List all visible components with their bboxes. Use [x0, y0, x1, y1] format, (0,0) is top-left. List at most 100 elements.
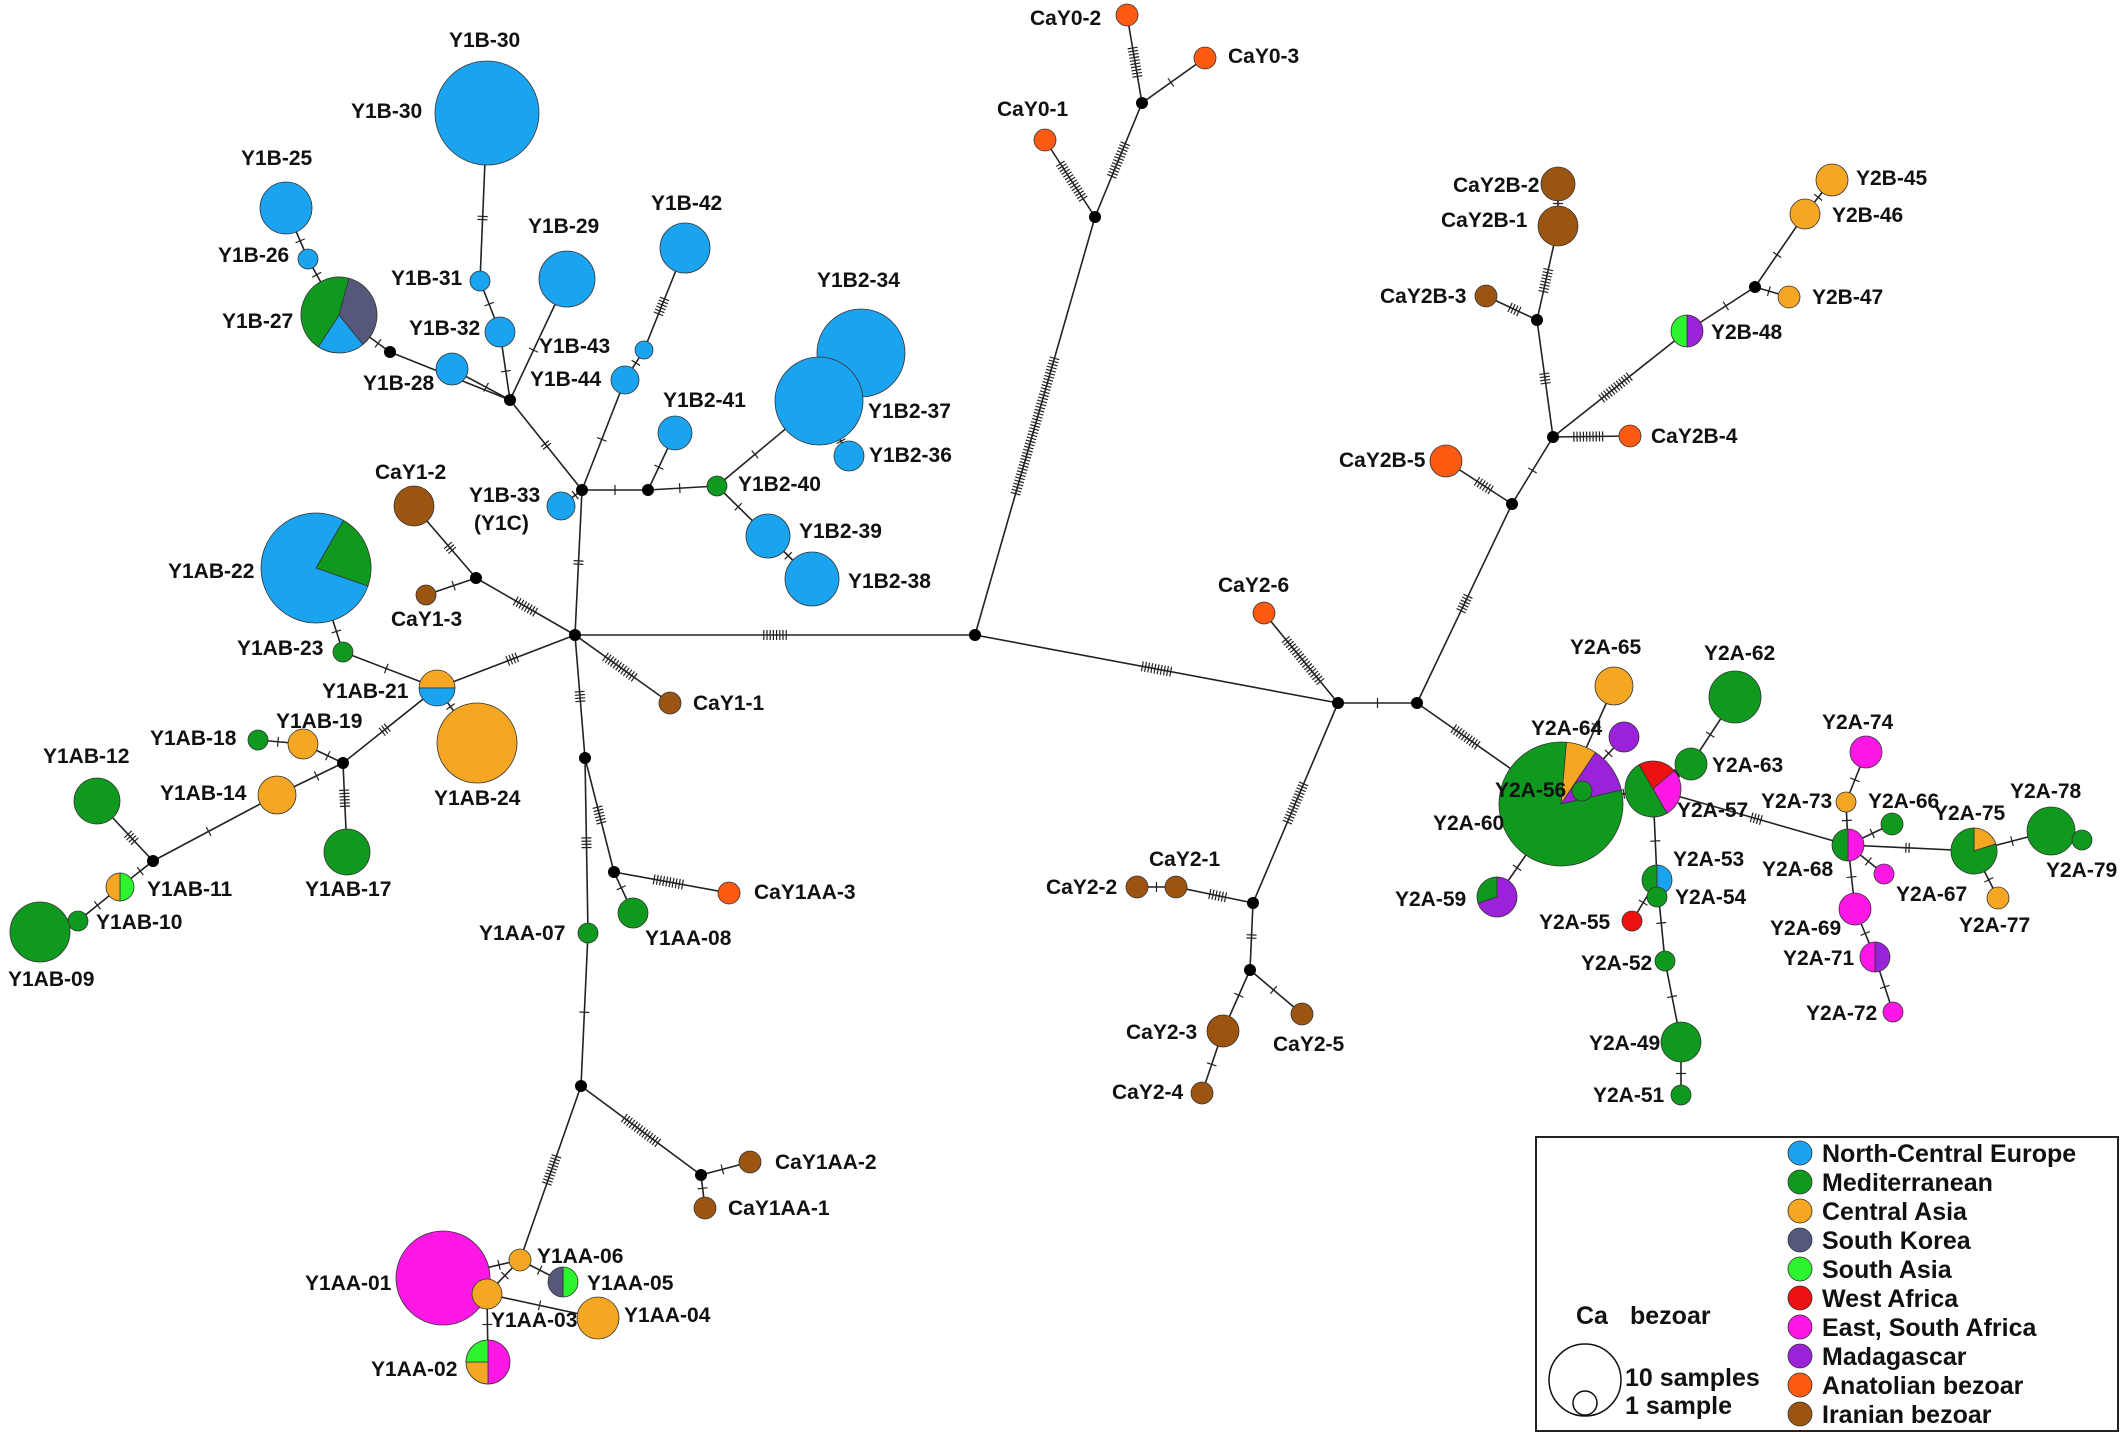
edge-m_y1b-Y1B-44 [581, 379, 626, 491]
mutation-marks [1281, 635, 1325, 686]
haplotype-Y2A-77 [1986, 886, 2010, 910]
label-Y1AB-17: Y1AB-17 [305, 878, 391, 901]
pie-slice-cas [1777, 285, 1801, 309]
pie-slice-ira [1474, 284, 1498, 308]
scale-label-bezoar: bezoar [1630, 1302, 1711, 1330]
mutation-tick [512, 596, 519, 606]
haplotype-CaY2-6 [1252, 601, 1276, 625]
haplotype-Y1AB-24 [436, 702, 518, 784]
mutation-tick [1143, 661, 1148, 672]
label-Y1AB-14: Y1AB-14 [160, 782, 247, 805]
mutation-marks [1140, 661, 1173, 677]
pie-slice-cas [471, 1278, 503, 1310]
mutation-tick [594, 814, 605, 819]
mutation-tick [654, 1138, 662, 1148]
label-Y1B-29: Y1B-29 [528, 215, 599, 238]
mutation-tick [1131, 68, 1142, 72]
mutation-tick [1481, 481, 1489, 492]
mutation-tick [1014, 479, 1025, 484]
scale-label-ca: Ca [1576, 1302, 1609, 1330]
mutation-tick [1293, 793, 1304, 799]
mutation-marks [512, 596, 539, 617]
mutation-tick [1455, 727, 1463, 737]
pie-slice-mad [1686, 314, 1704, 348]
mutation-marks [537, 1300, 542, 1311]
mutation-tick [1017, 467, 1028, 472]
legend-swatch-cas [1787, 1198, 1813, 1224]
pie-slice-ira [693, 1196, 717, 1220]
mutation-tick [1069, 182, 1079, 189]
median-vector [576, 484, 588, 496]
label-CaY2-6: CaY2-6 [1218, 574, 1289, 597]
label-Y1AB-24: Y1AB-24 [434, 787, 521, 810]
label-Y2A-75: Y2A-75 [1934, 802, 2006, 825]
mutation-tick [1846, 875, 1857, 879]
haplotype-Y2B-45 [1815, 163, 1849, 197]
label-Y2A-49: Y2A-49 [1589, 1032, 1660, 1055]
pie-slice-kor [338, 277, 378, 346]
mutation-tick [536, 1265, 543, 1275]
mutation-tick [541, 1181, 552, 1186]
mutation-marks [451, 580, 456, 591]
pie-slice-ira [1540, 166, 1576, 202]
legend-box [1535, 1136, 2119, 1432]
mutation-tick [1285, 813, 1295, 819]
haplotype-Y2A-54 [1646, 886, 1668, 908]
haplotype-Y1AB-17 [323, 828, 371, 876]
edge-m_y1aa3-Y1AA-06 [519, 1085, 582, 1261]
label-Y1B2-34: Y1B2-34 [817, 269, 900, 292]
haplotype-Y1B-27 [300, 276, 378, 354]
label-CaY0-2: CaY0-2 [1030, 7, 1101, 30]
median-vector [1547, 431, 1559, 443]
mutation-tick [649, 1134, 657, 1144]
mutation-tick [378, 727, 386, 736]
mutation-tick [1165, 666, 1170, 677]
pie-slice-med [1571, 780, 1593, 802]
legend-label-mad: Madagascar [1822, 1343, 1967, 1371]
mutation-marks [1591, 722, 1602, 728]
mutation-marks [540, 440, 552, 450]
mutation-tick [1591, 722, 1602, 728]
mutation-tick [1033, 411, 1044, 416]
mutation-tick [575, 697, 586, 700]
pie-slice-cas [1835, 791, 1857, 813]
mutation-marks [378, 723, 391, 736]
mutation-tick [1473, 476, 1481, 486]
mutation-marks [313, 771, 320, 781]
pie-slice-cas [508, 1248, 532, 1272]
mutation-tick [1540, 381, 1551, 385]
legend-label-ira: Iranian bezoar [1822, 1401, 1992, 1429]
pie-slice-med [1646, 886, 1668, 908]
mutation-tick [1040, 387, 1051, 392]
mutation-tick [1045, 368, 1056, 373]
mutation-tick [1293, 650, 1303, 658]
mutation-tick [93, 900, 102, 910]
mutation-tick [680, 879, 684, 890]
mutation-tick [607, 656, 615, 666]
mutation-tick [1527, 467, 1538, 474]
mutation-tick [1297, 784, 1308, 790]
mutation-tick [734, 502, 743, 511]
mutation-tick [537, 1300, 542, 1311]
mutation-tick [1076, 192, 1086, 200]
pie-slice-med [1880, 812, 1904, 836]
mutation-tick [575, 700, 586, 703]
mutation-marks [295, 238, 305, 244]
mutation-tick [500, 1271, 509, 1280]
edge-m_y1b-m_y1b_l [509, 399, 583, 491]
mutation-tick [1128, 52, 1139, 56]
mutation-tick [1026, 436, 1037, 441]
mutation-tick [1162, 665, 1166, 676]
mutation-tick [1459, 602, 1469, 608]
mutation-tick [1018, 464, 1029, 468]
mutation-tick [1305, 665, 1315, 673]
mutation-tick [1030, 420, 1041, 425]
edge-m_cay2a-CaY2-1 [1175, 886, 1254, 904]
mutation-tick [1539, 283, 1550, 287]
mutation-tick [1618, 378, 1626, 387]
mutation-tick [1291, 799, 1301, 805]
haplotype-CaY2-2 [1125, 875, 1149, 899]
label-Y2A-54: Y2A-54 [1675, 886, 1747, 909]
mutation-tick [638, 1127, 646, 1136]
mutation-tick [484, 301, 494, 307]
